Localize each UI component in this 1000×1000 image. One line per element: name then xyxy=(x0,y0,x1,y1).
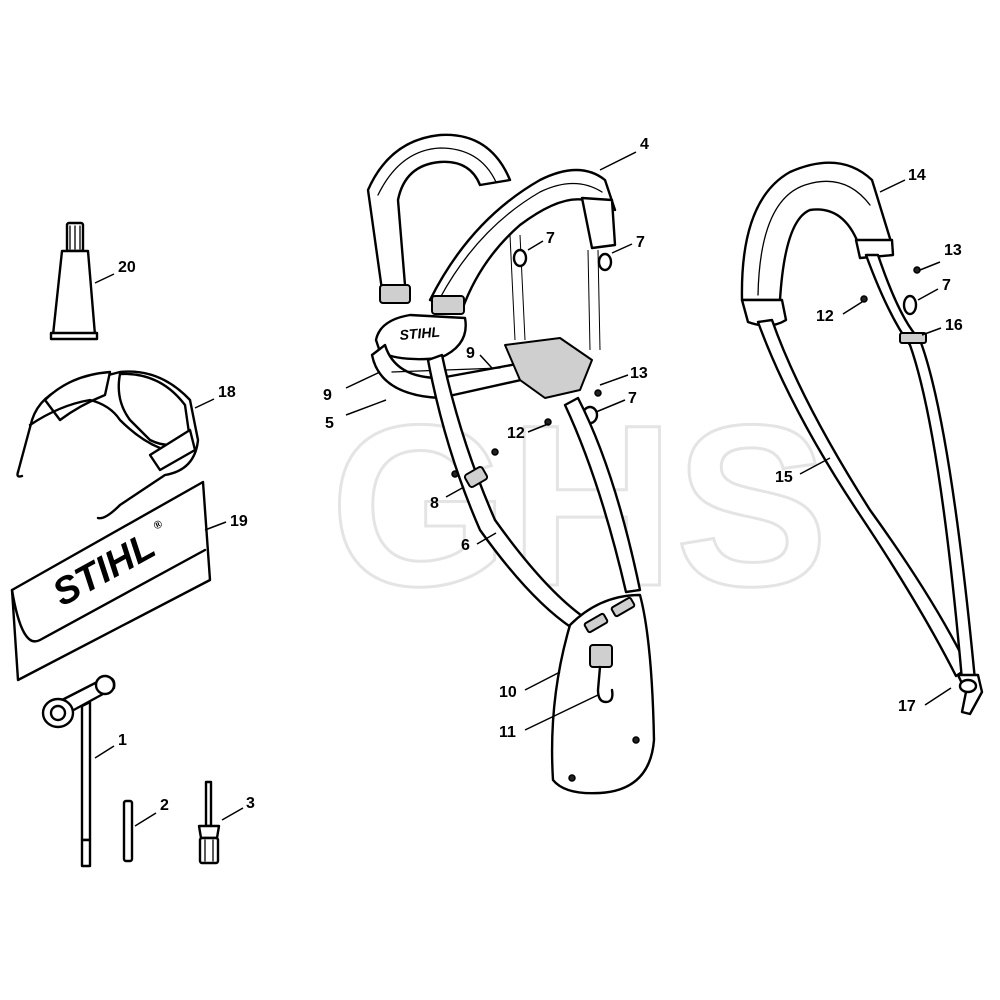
callout-16: 16 xyxy=(945,317,963,334)
callout-20: 20 xyxy=(118,259,136,276)
callout-13a: 13 xyxy=(630,365,648,382)
callout-18: 18 xyxy=(218,384,236,401)
harness-brand-logo: STIHL xyxy=(399,324,441,343)
grease-tube-part[interactable] xyxy=(49,221,99,341)
callout-9b: 9 xyxy=(466,345,475,362)
callout-3: 3 xyxy=(246,795,255,812)
harness-part[interactable]: STIHL xyxy=(366,133,656,795)
safety-glasses-part[interactable] xyxy=(16,370,200,520)
callout-10: 10 xyxy=(499,684,517,701)
callout-4: 4 xyxy=(640,136,649,153)
callout-7a: 7 xyxy=(546,230,555,247)
callout-6: 6 xyxy=(461,537,470,554)
callout-7b: 7 xyxy=(636,234,645,251)
callout-1: 1 xyxy=(118,732,127,749)
callout-7c: 7 xyxy=(628,390,637,407)
screwdriver-part[interactable] xyxy=(197,780,221,865)
callout-5: 5 xyxy=(325,415,334,432)
callout-17: 17 xyxy=(898,698,916,715)
pin-part[interactable] xyxy=(122,799,134,863)
combination-wrench-part[interactable] xyxy=(41,674,116,868)
callout-19: 19 xyxy=(230,513,248,530)
callout-8: 8 xyxy=(430,495,439,512)
callout-11: 11 xyxy=(499,724,516,741)
callout-2: 2 xyxy=(160,797,169,814)
callout-13b: 13 xyxy=(944,242,962,259)
callout-14: 14 xyxy=(908,167,926,184)
callout-12b: 12 xyxy=(816,308,834,325)
callout-12a: 12 xyxy=(507,425,525,442)
callout-15: 15 xyxy=(775,469,793,486)
callout-labels: 20 18 19 1 2 3 4 7 7 9 9 5 13 7 12 8 6 1… xyxy=(118,136,963,814)
callout-7d: 7 xyxy=(942,277,951,294)
leader-lines xyxy=(94,151,952,827)
tool-pouch-part[interactable]: STIHL ® xyxy=(10,480,212,682)
callout-9a: 9 xyxy=(323,387,332,404)
shoulder-strap-part[interactable] xyxy=(740,161,984,716)
